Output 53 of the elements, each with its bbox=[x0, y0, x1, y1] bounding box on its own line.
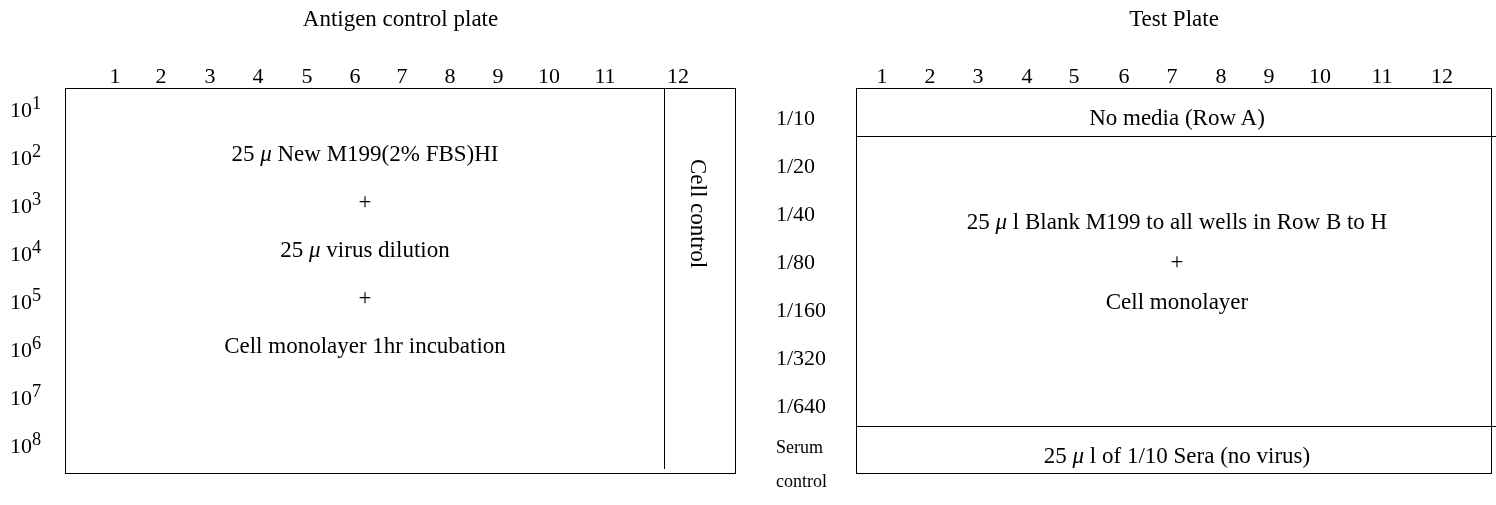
row-label: 10$^{1}$ bbox=[10, 92, 42, 123]
column-number: 6 bbox=[349, 64, 361, 88]
row-label: Serum control bbox=[776, 436, 828, 493]
column-number: 4 bbox=[1021, 64, 1033, 88]
row-label: 1/320 bbox=[776, 346, 827, 370]
well-note: 25 μ New M199(2% FBS)HI bbox=[230, 141, 500, 167]
column-number: 8 bbox=[444, 64, 456, 88]
row-label: 10$^{2}$ bbox=[10, 140, 42, 171]
well-note: Cell monolayer bbox=[1104, 289, 1250, 315]
column-number: 10 bbox=[538, 64, 560, 88]
column-number: 7 bbox=[396, 64, 408, 88]
column-number: 6 bbox=[1118, 64, 1130, 88]
column-number: 7 bbox=[1166, 64, 1178, 88]
column-label: Cell control bbox=[685, 159, 711, 269]
column-number: 11 bbox=[1371, 64, 1393, 88]
well-note: + bbox=[357, 285, 373, 311]
row-label: 1/80 bbox=[776, 250, 816, 274]
row-label: 10$^{8}$ bbox=[10, 428, 42, 459]
column-number: 11 bbox=[594, 64, 616, 88]
row-label: 1/640 bbox=[776, 394, 827, 418]
column-number: 2 bbox=[924, 64, 936, 88]
column-number: 1 bbox=[109, 64, 121, 88]
row-label: 10$^{6}$ bbox=[10, 332, 42, 363]
column-number: 12 bbox=[1431, 64, 1453, 88]
column-number: 8 bbox=[1215, 64, 1227, 88]
column-number: 4 bbox=[252, 64, 264, 88]
well-note: 25 μ l Blank M199 to all wells in Row B to H bbox=[965, 209, 1389, 235]
column-number: 10 bbox=[1309, 64, 1331, 88]
row-label: 1/40 bbox=[776, 202, 816, 226]
column-number: 9 bbox=[492, 64, 504, 88]
plate-title: Antigen control plate bbox=[301, 6, 500, 32]
column-number: 2 bbox=[155, 64, 167, 88]
plate-title: Test Plate bbox=[1128, 6, 1220, 32]
column-number: 5 bbox=[301, 64, 313, 88]
column-number: 1 bbox=[876, 64, 888, 88]
row-label: 1/10 bbox=[776, 106, 816, 130]
column-number: 3 bbox=[972, 64, 984, 88]
well-note: Cell monolayer 1hr incubation bbox=[223, 333, 507, 359]
column-number: 9 bbox=[1263, 64, 1275, 88]
column-number: 5 bbox=[1068, 64, 1080, 88]
row-note: 25 μ l of 1/10 Sera (no virus) bbox=[1042, 443, 1312, 469]
row-label: 10$^{3}$ bbox=[10, 188, 42, 219]
well-note: + bbox=[1169, 249, 1185, 275]
row-label: 1/20 bbox=[776, 154, 816, 178]
row-label: 10$^{4}$ bbox=[10, 236, 42, 267]
well-note: + bbox=[357, 189, 373, 215]
row-label: 10$^{7}$ bbox=[10, 380, 42, 411]
column-number: 12 bbox=[667, 64, 689, 88]
row-label: 10$^{5}$ bbox=[10, 284, 42, 315]
column-number: 3 bbox=[204, 64, 216, 88]
row-note: No media (Row A) bbox=[1088, 105, 1266, 131]
well-note: 25 μ virus dilution bbox=[279, 237, 451, 263]
row-label: 1/160 bbox=[776, 298, 827, 322]
